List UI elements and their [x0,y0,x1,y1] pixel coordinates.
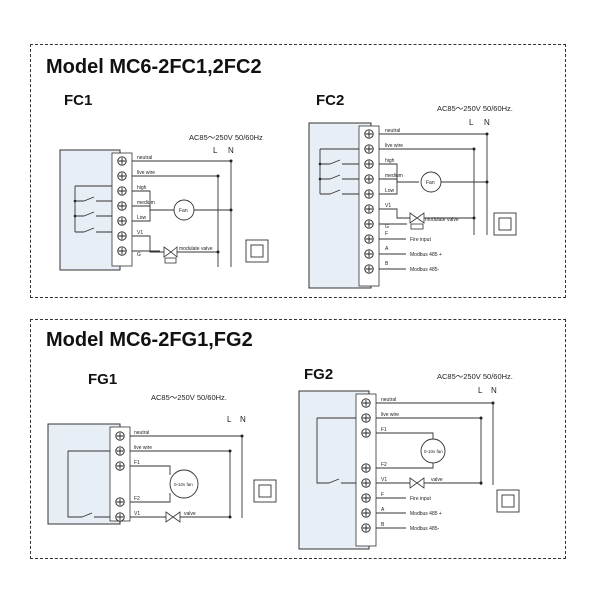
supply-label-fc2: AC85～250V 50/60Hz. [437,104,513,113]
neutral-label-fg1: N [240,415,246,424]
valve-icon-fg2 [409,477,425,489]
modbus-b-label-fg2: Modbus 485- [410,526,440,532]
neutral-label-fg2: N [491,386,497,395]
terminal-label-v1-fg2: V1 [381,477,387,483]
fan-symbol-fc1 [173,199,195,221]
section-title-fg: Model MC6-2FG1,FG2 [46,329,253,351]
terminal-label-f1-fg1: F1 [134,460,140,466]
thermostat-icon-fc1 [245,239,269,263]
valve-icon-fc1 [163,246,178,264]
section-title-fc: Model MC6-2FC1,2FC2 [46,56,262,78]
fan-symbol-fg1 [169,469,199,499]
neutral-label-fc1: N [228,146,234,155]
thermostat-icon-fc2 [493,212,517,236]
neutral-label-fc2: N [484,118,490,127]
terminal-label-live-fc1: live wire [137,170,155,176]
diagram-fg2: AC85～250V 50/60Hz. L N neutral live wire… [298,372,520,550]
fan-label-fg2: 0-10v fan [424,449,443,454]
modbus-a-label-fg2: Modbus 485 + [410,511,442,517]
supply-label-fg1: AC85～250V 50/60Hz. [151,393,227,402]
fan-label-fg1: 0-10v fan [174,482,193,487]
terminal-label-b-fc2: B [385,261,389,267]
thermostat-icon-fg2 [496,489,520,513]
terminal-label-f-fc2: F [385,231,388,237]
terminal-label-b-fg2: B [381,522,385,528]
diagram-label-fc2: FC2 [316,92,345,109]
line-label-fg2: L [478,386,483,395]
fire-input-label-fc2: Fire input [410,237,431,243]
fire-input-label-fg2: Fire input [410,496,431,502]
terminal-label-live-fg1: live wire [134,445,152,451]
modbus-a-label-fc2: Modbus 485 + [410,252,442,258]
terminal-label-g-fc2: G [385,224,389,230]
valve-label-fc1: modulate valve [179,246,213,252]
valve-icon-fg1 [165,511,181,523]
valve-label-fg2: valve [431,477,443,483]
fan-symbol-fc2 [420,171,442,193]
valve-label-fg1: valve [184,511,196,517]
diagram-label-fg2: FG2 [304,366,334,383]
terminal-label-f1-fg2: F1 [381,427,387,433]
diagram-fc2: AC85～250V 50/60Hz. L N neutral live wire… [308,104,517,289]
diagram-fg1: AC85～250V 50/60Hz. L N neutral live wire… [47,393,277,525]
terminal-label-neutral-fg1: neutral [134,430,149,436]
fan-label-fc2: Fan [426,180,435,186]
terminal-label-f2-fg1: F2 [134,496,140,502]
terminal-label-medium-fc1: medium [137,200,155,206]
line-label-fc2: L [469,118,474,127]
terminal-label-f2-fg2: F2 [381,462,387,468]
valve-label-fc2: modulate valve [425,217,459,223]
fan-label-fc1: Fan [179,208,188,214]
terminal-label-high-fc1: high [137,185,147,191]
valve-icon-fc2 [409,212,425,230]
terminal-label-v1-fc1: V1 [137,230,143,236]
supply-label-fc1: AC85～250V 50/60Hz [189,133,263,142]
terminal-label-a-fc2: A [385,246,389,252]
terminal-block-fg1 [109,426,131,522]
terminal-label-low-fc1: Low [137,215,147,221]
controller-body-fc1 [59,149,121,271]
diagram-fc1: AC85～250V 50/60Hz L N neutral live wire … [59,133,269,271]
fan-symbol-fg2 [420,438,446,464]
terminal-screws-fg2 [361,398,371,533]
terminal-label-high-fc2: high [385,158,395,164]
terminal-label-neutral-fc1: neutral [137,155,152,161]
terminal-label-g-fc1: G [137,252,141,258]
terminal-label-live-fc2: live wire [385,143,403,149]
line-label-fg1: L [227,415,232,424]
terminal-label-neutral-fg2: neutral [381,397,396,403]
terminal-label-v1-fc2: V1 [385,203,391,209]
controller-body-fg1 [47,423,121,525]
terminal-label-medium-fc2: medium [385,173,403,179]
thermostat-icon-fg1 [253,479,277,503]
terminal-label-v1-fg1: V1 [134,511,140,517]
line-label-fc1: L [213,146,218,155]
terminal-label-a-fg2: A [381,507,385,513]
modbus-b-label-fc2: Modbus 485- [410,267,440,273]
terminal-label-low-fc2: Low [385,188,395,194]
diagram-label-fg1: FG1 [88,371,118,388]
diagram-label-fc1: FC1 [64,92,93,109]
supply-label-fg2: AC85～250V 50/60Hz. [437,372,513,381]
terminal-label-f-fg2: F [381,492,384,498]
terminal-label-live-fg2: live wire [381,412,399,418]
terminal-label-neutral-fc2: neutral [385,128,400,134]
panel-fg [30,319,566,559]
panel-fc [30,44,566,298]
